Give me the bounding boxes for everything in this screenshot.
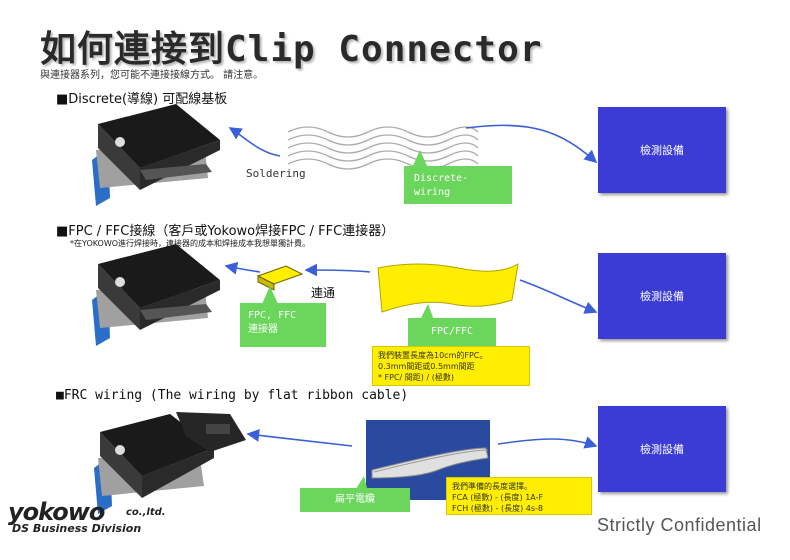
section-heading-fpc-ffc: ■FPC / FFC接線（客戶或Yokowo焊接FPC / FFC連接器） [56, 224, 395, 239]
company-logo: yokowo co.,ltd. DS Business Division [8, 498, 183, 542]
soldering-label: Soldering [246, 167, 306, 180]
logo-suffix: co.,ltd. [126, 507, 166, 518]
fpc-ffc-label: FPC/FFC [408, 318, 496, 346]
fpc-ffc-connector-label-line-1: FPC, FFC [248, 310, 297, 321]
flow-arrows [224, 124, 598, 449]
frc-note-line-3: FCH (極數) - (長度) 4s-8 [452, 504, 543, 513]
frc-note: 我們準備的長度選擇。 FCA (極數) - (長度) 1A-F FCH (極數)… [446, 477, 592, 515]
section-heading-discrete: ■Discrete(導線) 可配線基板 [56, 92, 228, 107]
connection-label: 連通 [311, 286, 336, 300]
section-heading-frc: ■FRC wiring (The wiring by flat ribbon c… [56, 388, 409, 403]
fpc-ffc-connector-label-line-2: 連接器 [248, 324, 278, 335]
clip-connector-image-1 [92, 104, 220, 206]
fpc-note-line-1: 我們裝置長度為10cm的FPC。 [378, 351, 488, 360]
discrete-wiring-label-line-1: Discrete- [414, 173, 469, 184]
confidential-label: Strictly Confidential [597, 515, 762, 535]
logo-name: yokowo [8, 498, 105, 526]
fpc-connector-block [256, 265, 304, 291]
frc-note-line-1: 我們準備的長度選擇。 [452, 482, 532, 491]
test-equipment-box-1: 檢測設備 [598, 107, 726, 193]
fpc-note: 我們裝置長度為10cm的FPC。 0.3mm間距或0.5mm間距 * FPC/ … [372, 346, 530, 386]
page-subtitle: 與連接器系列，您可能不連接接線方式。 請注意。 [40, 70, 264, 81]
clip-connector-image-3 [94, 412, 246, 514]
fpc-strip [377, 263, 519, 313]
logo-division: DS Business Division [12, 522, 142, 535]
clip-connector-image-2 [92, 244, 220, 346]
test-equipment-box-2: 檢測設備 [598, 253, 726, 339]
fpc-note-line-2: 0.3mm間距或0.5mm間距 [378, 362, 475, 371]
page-title: 如何連接到Clip Connector [40, 29, 543, 70]
section-note-fpc: *在YOKOWO進行焊接時，連接器的成本和焊接成本我想單獨計費。 [70, 239, 311, 248]
discrete-wires [287, 126, 479, 170]
discrete-wiring-label-line-2: wiring [414, 187, 451, 198]
frc-note-line-2: FCA (極數) - (長度) 1A-F [452, 493, 544, 502]
fpc-ffc-connector-label: FPC, FFC 連接器 [240, 303, 326, 347]
fpc-note-line-3: * FPC/ 間距) / (極數) [378, 373, 454, 382]
flat-cable-label: 扁平電纜 [300, 488, 410, 512]
test-equipment-box-3: 檢測設備 [598, 406, 726, 492]
discrete-wiring-label: Discrete- wiring [404, 166, 512, 204]
